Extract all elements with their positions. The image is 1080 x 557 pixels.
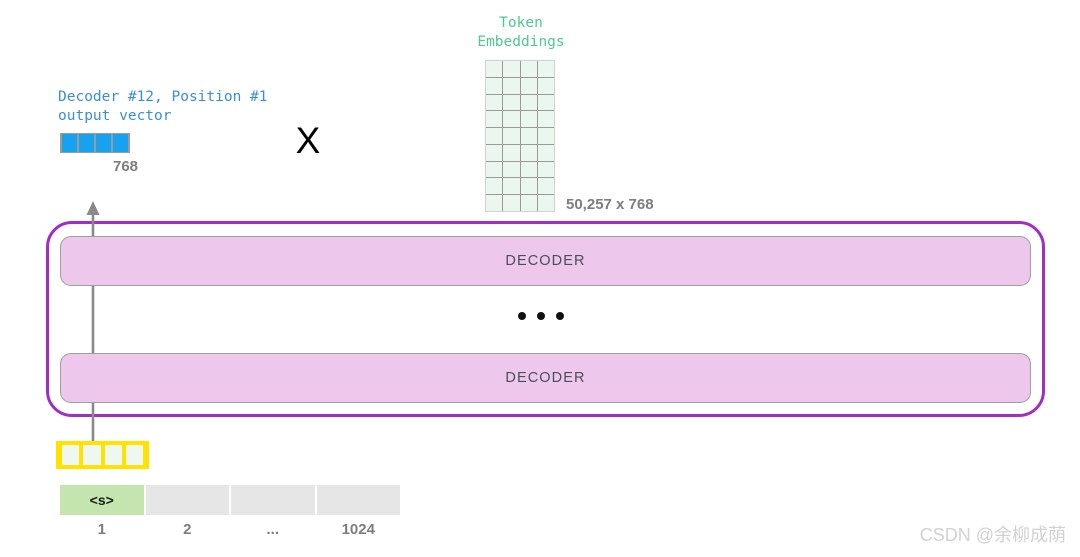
embedding-cell [537,128,554,144]
ellipsis-dot [556,312,564,320]
token-cell[interactable] [145,485,229,515]
input-vector-cell [104,445,122,465]
embedding-cell [486,111,503,128]
ellipsis-dot [537,312,545,320]
embedding-cell [537,94,554,111]
embedding-cell [520,195,537,211]
embedding-cell [486,195,503,211]
embedding-cell [537,178,554,195]
token-index-row: 1 2 ... 1024 [60,521,400,545]
input-vector-cell [62,445,80,465]
embedding-cell [503,144,520,161]
embedding-cell [503,161,520,178]
decoder-block-top[interactable]: DECODER [60,236,1031,286]
watermark: CSDN @余柳成荫 [919,525,1066,545]
embedding-cell [537,144,554,161]
embedding-cell [486,77,503,94]
decoder-block-label: DECODER [505,253,586,269]
input-vector-cell [83,445,101,465]
embedding-cell [503,128,520,144]
decoder-stack-ellipsis-icon [518,309,564,323]
decoder-block-bottom[interactable]: DECODER [60,353,1031,403]
output-vector-cells [60,133,130,153]
embedding-cell [503,195,520,211]
embedding-cell [520,144,537,161]
embedding-cell [537,77,554,94]
embedding-cell [486,161,503,178]
token-index-label: 1024 [341,521,375,538]
token-cell[interactable] [231,485,315,515]
embedding-cell [486,94,503,111]
output-vector-cell [113,134,128,152]
embedding-cell [486,144,503,161]
embedding-cell [537,195,554,211]
embedding-cell [520,77,537,94]
embedding-cell [520,161,537,178]
embedding-cell [503,94,520,111]
output-vector-cell [79,134,94,152]
ellipsis-dot [518,312,526,320]
embedding-cell [503,77,520,94]
embedding-cell [486,178,503,195]
decoder-output-vector-label: Decoder #12, Position #1 output vector [58,89,268,124]
embedding-cell [537,161,554,178]
input-vector-cell [125,445,143,465]
embedding-cell [486,128,503,144]
embedding-cell [537,111,554,128]
output-vector-dimension-label: 768 [113,158,139,175]
token-cell[interactable]: <s> [60,485,144,515]
input-embedding-vector [56,441,149,469]
embedding-cell [520,111,537,128]
embedding-cell [486,61,503,77]
embedding-cell [520,61,537,77]
token-cell[interactable] [316,485,400,515]
output-vector-cell [96,134,111,152]
token-embeddings-dimension-label: 50,257 x 768 [566,196,654,213]
embedding-cell [503,178,520,195]
token-index-label: 1 [97,521,106,538]
token-index-label: ... [266,521,279,538]
token-embeddings-matrix [485,60,555,212]
decoder-stack-container [46,221,1045,417]
embedding-cell [503,61,520,77]
embedding-cell [520,128,537,144]
token-embeddings-title: Token Embeddings [477,15,565,50]
output-vector-cell [62,134,77,152]
token-index-label: 2 [183,521,192,538]
embedding-cell [520,178,537,195]
decoder-block-label: DECODER [505,370,586,386]
embedding-cell [520,94,537,111]
input-token-row: <s> [60,485,400,515]
multiply-symbol: X [295,120,321,161]
embedding-cell [503,111,520,128]
embedding-cell [537,61,554,77]
